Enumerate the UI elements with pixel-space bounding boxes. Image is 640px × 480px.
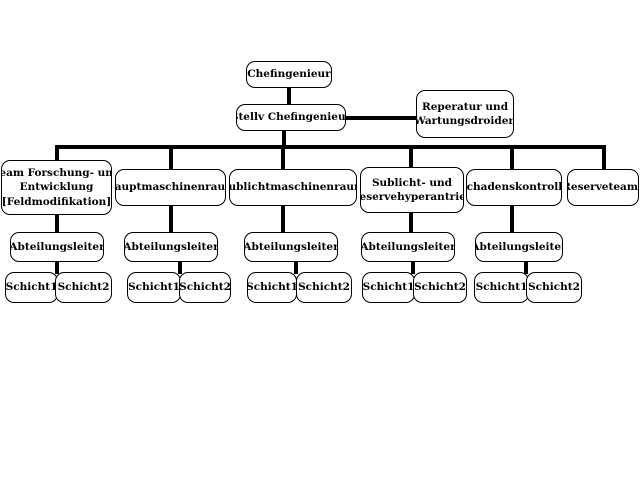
shift-label-1-2: Schicht2: [57, 281, 110, 294]
department-reserve-teams-label: Reserveteams: [568, 181, 638, 194]
shift-box-5-2: Schicht2: [526, 272, 582, 303]
shift-box-3-2: Schicht2: [296, 272, 352, 303]
repair-droids-label-line2: Wartungsdroiden: [416, 115, 514, 127]
shift-label-5-1: Schicht1: [475, 281, 528, 294]
shift-label-2-2: Schicht2: [179, 281, 231, 294]
department-hyperdrive-box: Sublicht- und Reservehyperantrieb: [360, 167, 464, 213]
department-damage-control-box: Schadenskontrolle: [466, 169, 562, 206]
department-hyperdrive-label-line2: Reservehyperantrieb: [360, 191, 463, 203]
department-main-engine-label: Hauptmaschinenraum: [115, 181, 226, 194]
shift-box-2-1: Schicht1: [127, 272, 181, 303]
repair-droids-box: Reperatur und Wartungsdroiden: [416, 90, 514, 138]
department-lead-label-2: Abteilungsleiter: [124, 240, 218, 253]
department-research-label-line3: [Feldmodifikation]: [1, 195, 112, 208]
department-lead-box-3: Abteilungsleiter: [244, 232, 338, 262]
department-lead-box-5: Abteilungsleiter: [475, 232, 563, 262]
shift-box-3-1: Schicht1: [247, 272, 297, 303]
shift-box-1-1: Schicht1: [5, 272, 58, 303]
department-lead-box-2: Abteilungsleiter: [124, 232, 218, 262]
shift-box-4-2: Schicht2: [413, 272, 467, 303]
department-lead-label-4: Abteilungsleiter: [361, 240, 455, 253]
department-lead-label-1: Abteilungsleiter: [10, 240, 104, 253]
department-lead-label-5: Abteilungsleiter: [475, 240, 563, 253]
department-main-engine-box: Hauptmaschinenraum: [115, 169, 226, 206]
department-research-label-line1: Team Forschung- und: [2, 167, 111, 180]
department-research-box: Team Forschung- und Entwicklung [Feldmod…: [1, 160, 112, 215]
repair-droids-label-line1: Reperatur und: [421, 100, 509, 113]
department-lead-box-4: Abteilungsleiter: [361, 232, 455, 262]
shift-label-3-2: Schicht2: [298, 281, 350, 294]
shift-label-3-1: Schicht1: [247, 281, 297, 294]
department-sublight-engine-box: Sublichtmaschinenraum: [229, 169, 357, 206]
shift-label-5-2: Schicht2: [528, 281, 580, 294]
chief-engineer-box: Chefingenieur: [246, 61, 332, 88]
department-lead-box-1: Abteilungsleiter: [10, 232, 104, 262]
department-reserve-teams-box: Reserveteams: [567, 169, 639, 206]
shift-box-5-1: Schicht1: [474, 272, 529, 303]
department-damage-control-label: Schadenskontrolle: [466, 181, 562, 194]
shift-box-2-2: Schicht2: [179, 272, 231, 303]
department-research-label-line2: Entwicklung: [19, 181, 94, 194]
shift-label-4-1: Schicht1: [362, 281, 415, 294]
shift-label-2-1: Schicht1: [128, 281, 180, 294]
department-lead-label-3: Abteilungsleiter: [244, 240, 338, 253]
shift-label-1-1: Schicht1: [5, 281, 58, 294]
shift-box-1-2: Schicht2: [55, 272, 112, 303]
shift-box-4-1: Schicht1: [362, 272, 415, 303]
deputy-chief-engineer-box: Stellv Chefingenieur: [236, 104, 346, 131]
deputy-chief-engineer-label: Stellv Chefingenieur: [236, 111, 346, 124]
department-sublight-engine-label: Sublichtmaschinenraum: [229, 181, 356, 194]
department-hyperdrive-label-line1: Sublicht- und: [371, 176, 453, 189]
chief-engineer-label: Chefingenieur: [247, 68, 331, 81]
shift-label-4-2: Schicht2: [414, 281, 466, 294]
